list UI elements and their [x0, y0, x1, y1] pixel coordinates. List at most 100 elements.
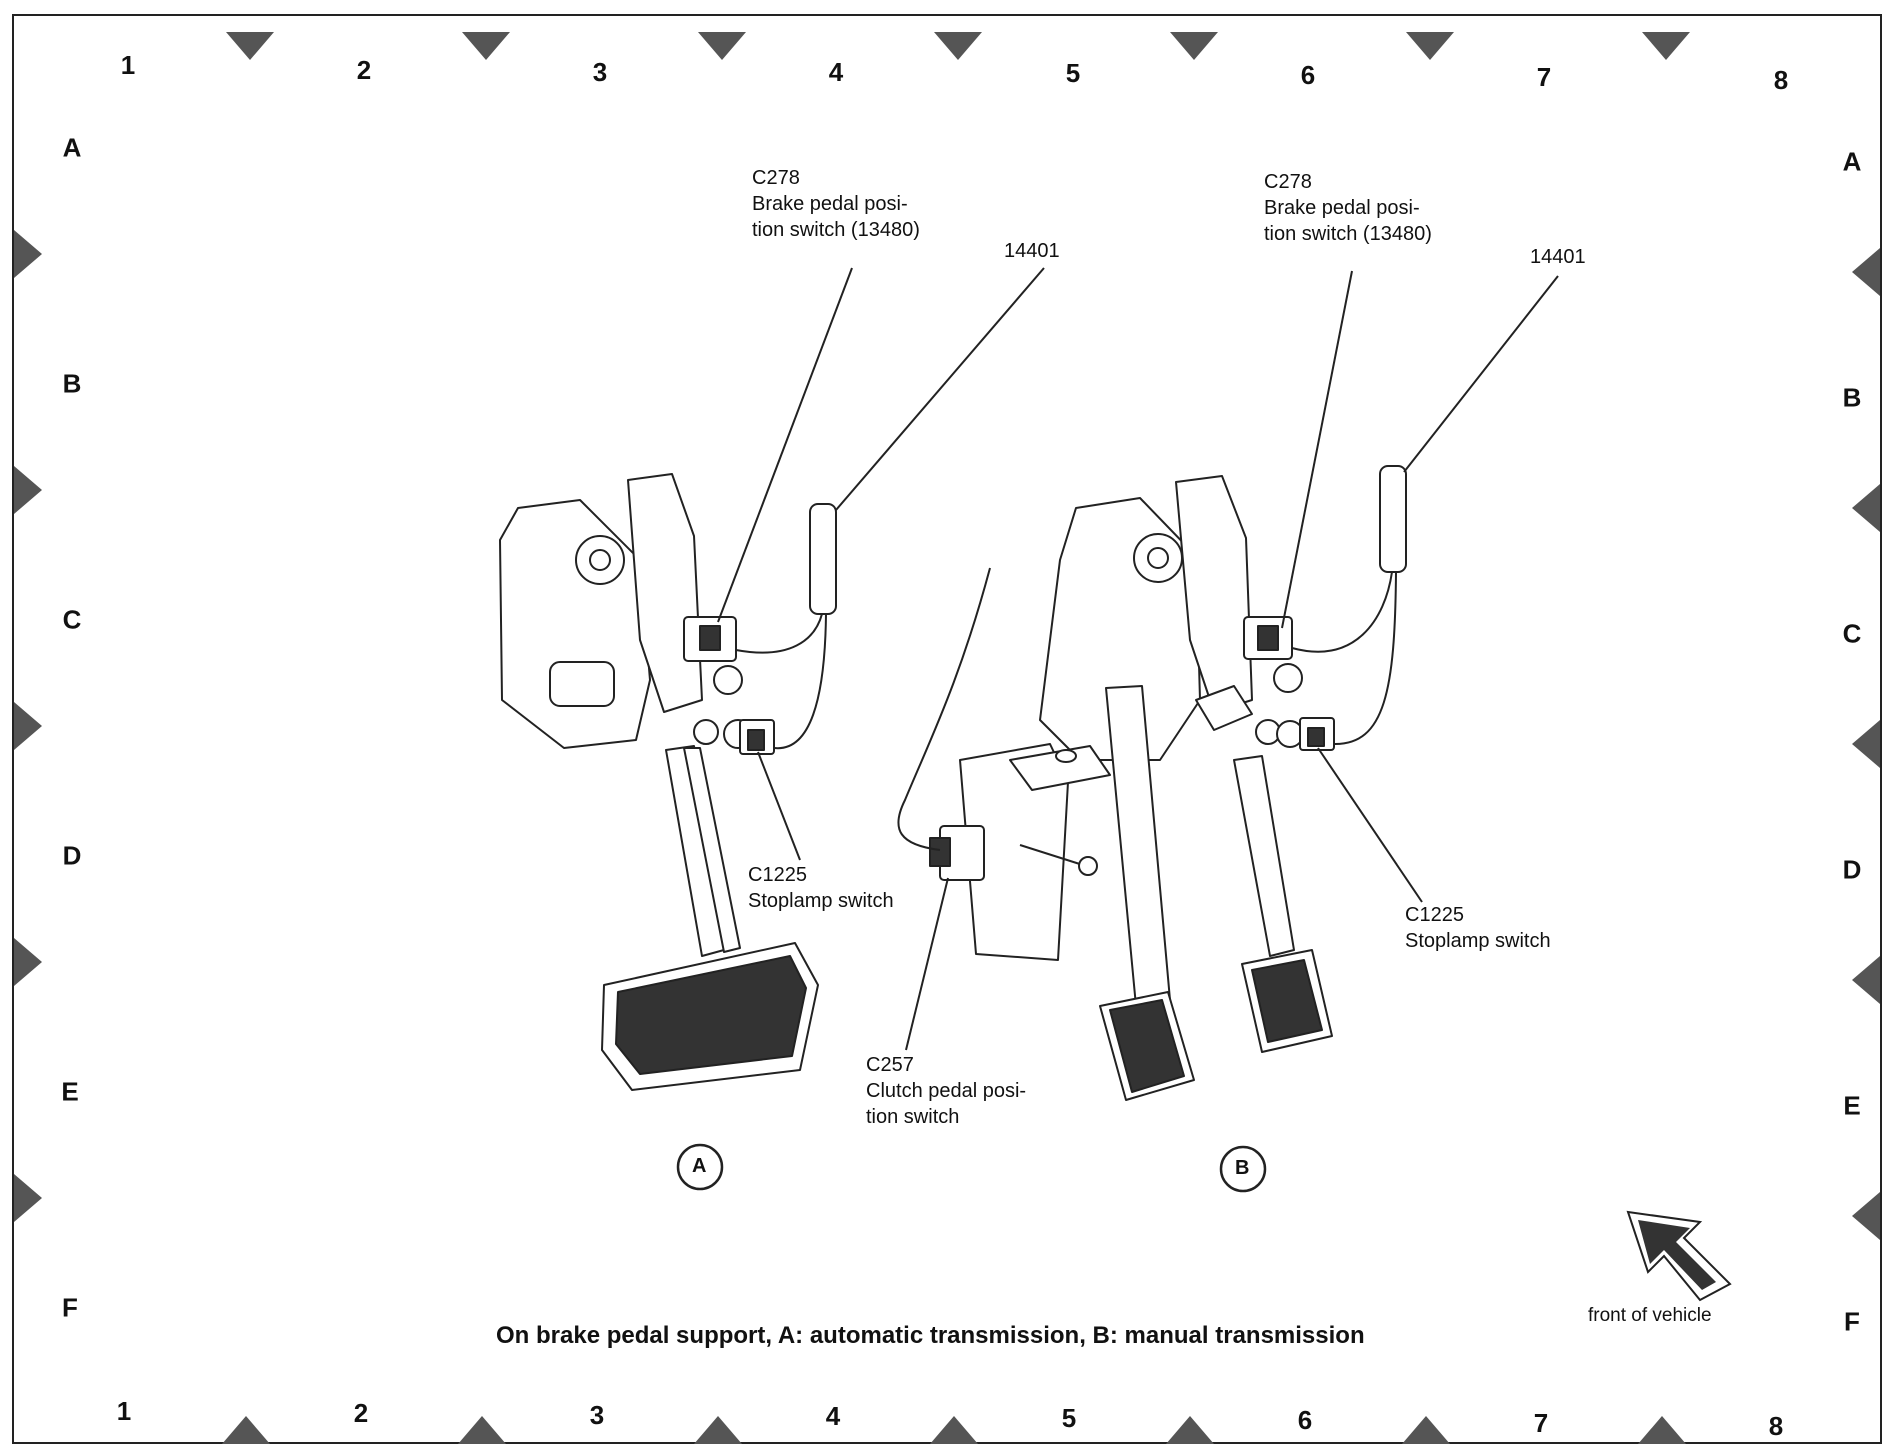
grid-row-left-d: D: [62, 840, 82, 871]
marker-right-4: [1852, 956, 1880, 1004]
a-switch-plug: [699, 625, 721, 651]
marker-top-4: [934, 32, 982, 60]
grid-row-right-f: F: [1844, 1306, 1860, 1337]
marker-left-2: [14, 466, 42, 514]
callout-b-c1225: C1225 Stoplamp switch: [1405, 902, 1551, 954]
b-switch-plug: [1257, 625, 1279, 651]
view-a-label: A: [692, 1155, 707, 1177]
b-bracket-side: [1175, 475, 1253, 713]
front-of-vehicle-label: front of vehicle: [1588, 1305, 1712, 1326]
grid-col-top-6: 6: [1300, 60, 1316, 90]
grid-col-top-7: 7: [1536, 62, 1552, 92]
b-clutch-rubber: [1109, 999, 1185, 1093]
a-pivot-inner: [589, 549, 611, 571]
callout-b-c278-line1: Brake pedal posi-: [1264, 197, 1420, 219]
leader-b-14401: [1403, 275, 1559, 473]
diagram-caption: On brake pedal support, A: automatic tra…: [496, 1322, 1365, 1349]
b-wire-clutch: [897, 567, 991, 851]
marker-bottom-1: [222, 1416, 270, 1444]
grid-col-top-1: 1: [120, 50, 136, 80]
view-b-label: B: [1235, 1157, 1250, 1179]
callout-a-c278: C278 Brake pedal posi- tion switch (1348…: [752, 165, 920, 243]
callout-b-c257-line2: tion switch: [866, 1106, 960, 1128]
callout-a-c278-id: C278: [752, 167, 800, 189]
b-clutch-switch-plug: [929, 837, 951, 867]
callout-a-c1225: C1225 Stoplamp switch: [748, 862, 894, 914]
b-pivot-inner: [1147, 547, 1169, 569]
b-brake-arm: [1233, 755, 1295, 957]
marker-right-5: [1852, 1192, 1880, 1240]
marker-top-7: [1642, 32, 1690, 60]
grid-row-right-b: B: [1842, 382, 1862, 413]
leader-a-c278: [717, 267, 853, 623]
callout-b-c257: C257 Clutch pedal posi- tion switch: [866, 1052, 1026, 1130]
marker-left-3: [14, 702, 42, 750]
grid-col-top-4: 4: [828, 57, 844, 87]
callout-a-c1225-desc: Stoplamp switch: [748, 890, 894, 912]
marker-right-3: [1852, 720, 1880, 768]
grid-col-bottom-1: 1: [116, 1396, 132, 1426]
callout-b-c278-id: C278: [1264, 171, 1312, 193]
front-arrow-icon: [1626, 1210, 1732, 1302]
grid-col-bottom-6: 6: [1297, 1405, 1313, 1435]
grid-col-top-5: 5: [1065, 58, 1081, 88]
callout-b-c278: C278 Brake pedal posi- tion switch (1348…: [1264, 169, 1432, 247]
leader-a-c1225: [757, 751, 801, 861]
callout-a-c278-line2: tion switch (13480): [752, 219, 920, 241]
grid-row-left-a: A: [62, 132, 82, 163]
grid-row-right-c: C: [1842, 618, 1862, 649]
leader-lines: [717, 267, 1559, 1051]
grid-col-bottom-2: 2: [353, 1398, 369, 1428]
marker-top-2: [462, 32, 510, 60]
marker-top-3: [698, 32, 746, 60]
b-brake-rubber: [1251, 959, 1323, 1043]
grid-row-right-d: D: [1842, 854, 1862, 885]
marker-top-5: [1170, 32, 1218, 60]
leader-b-c257: [905, 877, 949, 1051]
view-a-circle: [676, 1143, 724, 1191]
marker-bottom-4: [930, 1416, 978, 1444]
a-bracket-slot: [549, 661, 615, 707]
callout-a-14401: 14401: [1004, 240, 1060, 262]
b-connector-14401: [1379, 465, 1407, 573]
callout-a-c278-line1: Brake pedal posi-: [752, 193, 908, 215]
a-stoplamp-left: [693, 719, 719, 745]
b-clutch-stud: [1055, 749, 1077, 763]
marker-bottom-7: [1638, 1416, 1686, 1444]
grid-row-right-a: A: [1842, 146, 1862, 177]
assembly-a: [499, 473, 837, 1091]
marker-right-2: [1852, 484, 1880, 532]
marker-bottom-5: [1166, 1416, 1214, 1444]
marker-left-4: [14, 938, 42, 986]
callout-b-c1225-id: C1225: [1405, 904, 1464, 926]
grid-row-right-e: E: [1843, 1090, 1861, 1121]
grid-col-top-2: 2: [356, 55, 372, 85]
marker-left-1: [14, 230, 42, 278]
grid-col-top-8: 8: [1773, 65, 1789, 95]
a-connector-14401: [809, 503, 837, 615]
callout-b-14401: 14401: [1530, 246, 1586, 268]
leader-b-c278: [1281, 270, 1353, 629]
grid-col-bottom-8: 8: [1768, 1411, 1784, 1441]
grid-col-bottom-3: 3: [589, 1400, 605, 1430]
marker-bottom-2: [458, 1416, 506, 1444]
marker-bottom-3: [694, 1416, 742, 1444]
b-stoplamp-plug: [1307, 727, 1325, 747]
a-wire-1: [735, 613, 823, 654]
marker-bottom-6: [1402, 1416, 1450, 1444]
a-stoplamp-plug: [747, 729, 765, 751]
grid-markers: [14, 32, 1880, 1444]
a-wire-2: [773, 613, 827, 750]
b-switch-plunger: [1273, 663, 1303, 693]
marker-left-5: [14, 1174, 42, 1222]
grid-col-bottom-7: 7: [1533, 1408, 1549, 1438]
a-pedal-rubber: [615, 955, 807, 1075]
grid-col-bottom-4: 4: [825, 1401, 841, 1431]
callout-b-c257-id: C257: [866, 1054, 914, 1076]
grid-row-left-e: E: [61, 1076, 79, 1107]
b-wire-1: [1291, 571, 1393, 653]
b-clutch-body: [959, 743, 1069, 961]
callout-b-c257-line1: Clutch pedal posi-: [866, 1080, 1027, 1102]
b-clutch-rod: [1019, 844, 1087, 867]
